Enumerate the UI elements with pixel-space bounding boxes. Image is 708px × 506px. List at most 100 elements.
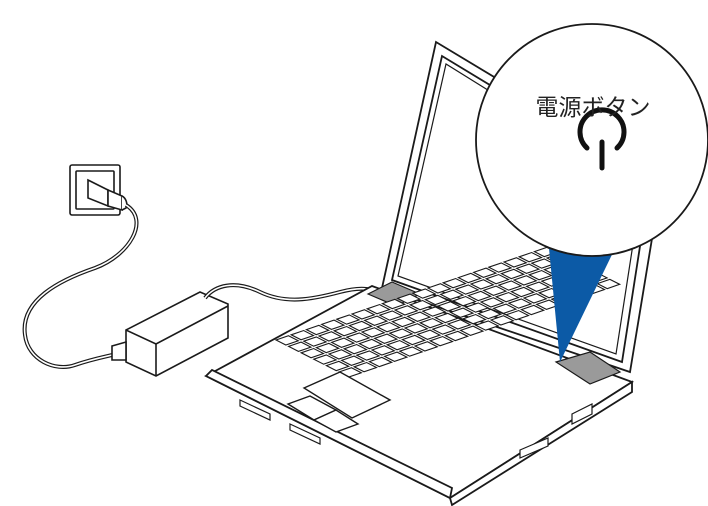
keyboard-key xyxy=(327,349,353,360)
keyboard-key xyxy=(393,305,419,316)
callout-circle xyxy=(475,23,708,257)
keyboard-key xyxy=(385,339,411,351)
keyboard-key xyxy=(380,298,407,310)
callout-pointer xyxy=(548,238,620,362)
front-ports xyxy=(239,399,593,459)
adapter-cable xyxy=(203,283,373,302)
keyboard-key xyxy=(489,315,515,326)
keyboard-key xyxy=(312,354,338,365)
keyboard-key xyxy=(492,303,518,314)
keyboard-key xyxy=(340,355,366,366)
keyboard-key xyxy=(302,336,328,347)
keyboard-key xyxy=(507,298,533,309)
keyboard-key xyxy=(299,347,325,359)
keyboard-key xyxy=(357,338,384,350)
keyboard-key xyxy=(494,291,520,303)
keyboard-key xyxy=(482,285,508,296)
keyboard-key xyxy=(403,323,429,334)
keyboard-key xyxy=(345,332,371,343)
keyboard-key xyxy=(332,325,358,337)
power-plug xyxy=(87,178,128,212)
keyboard-key xyxy=(441,277,467,289)
ac-adapter xyxy=(111,291,229,377)
keyboard-key xyxy=(365,303,391,315)
keyboard-key xyxy=(443,330,470,342)
keyboard-key xyxy=(487,262,513,273)
keyboard-key xyxy=(418,317,444,329)
keyboard-key xyxy=(423,294,450,306)
keyboard-key xyxy=(484,273,510,285)
power-icon xyxy=(577,107,627,171)
keyboard-key xyxy=(515,263,541,274)
keyboard-key xyxy=(512,275,538,286)
keyboard-key xyxy=(431,324,457,335)
keyboard-key xyxy=(449,307,475,318)
keyboard-key xyxy=(342,343,368,355)
keyboard-key xyxy=(320,319,346,330)
keyboard-key xyxy=(396,293,422,304)
power-button-label: 電源ボタン xyxy=(535,95,651,121)
keyboard-key xyxy=(476,308,503,320)
keyboard-key xyxy=(499,268,526,280)
keyboard-key xyxy=(527,269,553,281)
keyboard-key xyxy=(497,280,523,291)
keyboard-key xyxy=(408,299,434,311)
touchpad xyxy=(286,371,392,433)
keyboard-key xyxy=(413,341,439,352)
keyboard-key xyxy=(474,320,500,331)
keyboard-key xyxy=(509,286,536,298)
keyboard-key xyxy=(454,284,480,295)
keyboard-key xyxy=(426,283,452,294)
keyboard-key xyxy=(472,267,498,278)
keyboard-key xyxy=(350,309,376,320)
keyboard-key xyxy=(469,279,495,290)
keyboard-key xyxy=(375,321,401,333)
keyboard-key xyxy=(446,319,472,330)
keyboard-key xyxy=(421,306,447,317)
keyboard-key xyxy=(433,312,460,324)
keyboard-key xyxy=(304,324,331,336)
keyboard-key xyxy=(406,311,432,322)
keyboard-key xyxy=(289,329,315,341)
keyboard-key xyxy=(466,290,493,302)
keyboard-key xyxy=(459,325,485,336)
keyboard-key xyxy=(317,331,343,342)
keyboard-key xyxy=(522,293,548,304)
keyboard-key xyxy=(479,297,505,308)
keyboard-key xyxy=(363,315,389,326)
keyboard-key xyxy=(373,333,399,344)
keyboard-key xyxy=(428,335,454,347)
keyboard-key xyxy=(355,350,381,361)
keyboard-key xyxy=(400,334,427,346)
keyboard-key xyxy=(504,309,530,321)
keyboard-key xyxy=(383,351,409,362)
keyboard-key xyxy=(378,310,404,321)
keyboard-key xyxy=(314,342,341,354)
keyboard-key xyxy=(390,316,417,328)
keyboard-key xyxy=(388,328,414,339)
keyboard-key xyxy=(416,329,442,340)
outlet-cable xyxy=(22,203,139,369)
keyboard-key xyxy=(451,295,477,307)
keyboard-key xyxy=(324,360,351,372)
keyboard-key xyxy=(330,337,356,348)
keyboard-key xyxy=(370,345,396,356)
keyboard-key xyxy=(519,304,546,316)
keyboard-key xyxy=(287,341,313,352)
keyboard-key xyxy=(360,327,386,338)
keyboard-key xyxy=(502,257,528,268)
keyboard-key xyxy=(274,335,300,346)
keyboard-key xyxy=(411,288,437,299)
keyboard-key xyxy=(517,251,543,263)
keyboard-key xyxy=(335,314,361,325)
keyboard-key xyxy=(456,272,483,284)
keyboard-key xyxy=(352,361,378,373)
keyboard-key xyxy=(461,313,487,325)
keyboard-key xyxy=(367,356,394,368)
keyboard-key xyxy=(398,346,424,357)
keyboard-key xyxy=(464,302,490,313)
keyboard-key xyxy=(525,281,551,292)
keyboard-key xyxy=(595,278,622,290)
keyboard-key xyxy=(436,301,462,312)
